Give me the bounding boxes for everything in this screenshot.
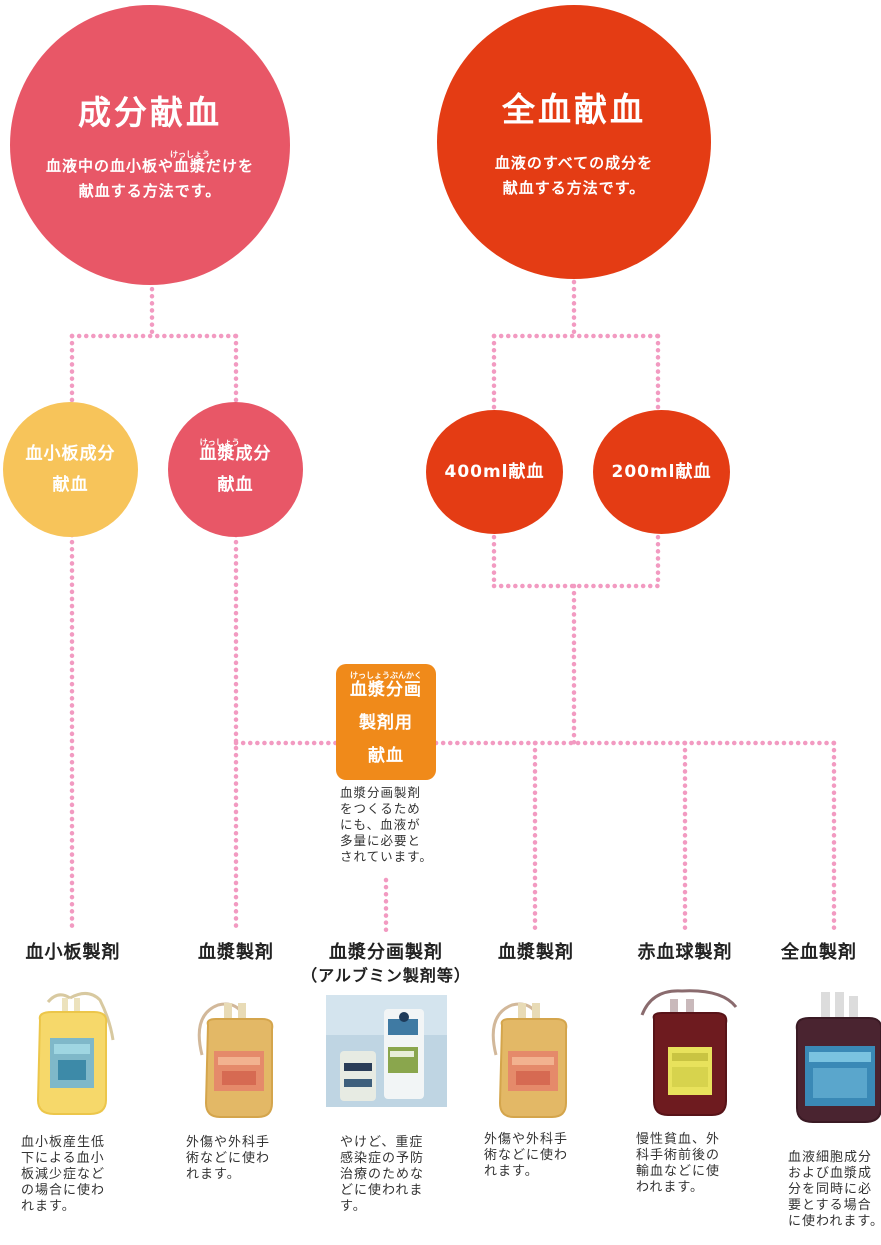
donation-200ml-circle: 200ml献血 <box>593 410 730 534</box>
ruby-kesshou: けっしょう <box>199 437 240 447</box>
whole-blood-bag-image <box>795 992 881 1123</box>
product-title-platelet: 血小板製剤 <box>25 942 121 963</box>
component-donation-desc: 血液中の血小板やけっしょう血漿だけを 献血する方法です。 <box>46 150 254 204</box>
donation-400ml-circle: 400ml献血 <box>426 410 563 534</box>
red-blood-cell-bag-image <box>640 989 738 1116</box>
ruby-kesshou: けっしょう <box>169 150 210 159</box>
component-donation-title: 成分献血 <box>78 93 222 132</box>
product-title-whole-blood: 全血製剤 <box>781 942 857 963</box>
product-title-plasma-fraction: 血漿分画製剤 <box>329 942 443 963</box>
product-title-plasma: 血漿製剤 <box>198 942 274 963</box>
product-desc-plasma-2: 外傷や外科手 術などに使わ れます。 <box>484 1132 569 1179</box>
product-title-plasma-2: 血漿製剤 <box>498 942 574 963</box>
product-title-red-blood-cell: 赤血球製剤 <box>637 942 733 963</box>
component-donation-circle: 成分献血 血液中の血小板やけっしょう血漿だけを 献血する方法です。 <box>10 5 290 285</box>
product-subtitle-albumin: （アルブミン製剤等） <box>301 966 471 985</box>
product-desc-plasma-fraction: やけど、重症 感染症の予防 治療のためな どに使われま す。 <box>340 1135 425 1214</box>
whole-blood-donation-title: 全血献血 <box>502 90 646 129</box>
platelet-donation-circle: 血小板成分 献血 <box>3 402 138 537</box>
plasma-donation-circle: けっしょう血漿成分 献血 <box>168 402 303 537</box>
whole-blood-donation-circle: 全血献血 血液のすべての成分を 献血する方法です。 <box>437 5 711 279</box>
plasma-fraction-note: 血漿分画製剤 をつくるため にも、血液が 多量に必要と されています。 <box>340 785 433 864</box>
product-desc-red-blood-cell: 慢性貧血、外 科手術前後の 輸血などに使 われます。 <box>636 1132 721 1195</box>
platelet-bag-image <box>36 992 115 1115</box>
plasma-bag-image <box>197 1002 274 1118</box>
product-desc-platelet: 血小板産生低 下による血小 板減少症など の場合に使わ れます。 <box>21 1135 106 1214</box>
plasma-fraction-product-image <box>326 995 447 1107</box>
product-desc-plasma: 外傷や外科手 術などに使わ れます。 <box>186 1135 271 1182</box>
plasma-fraction-donation-box: けっしょうぶんかく 血漿分画 製剤用 献血 <box>336 664 436 780</box>
ruby-kesshou-bunkaku: けっしょうぶんかく <box>350 671 422 680</box>
plasma-bag-image-2 <box>491 1002 568 1118</box>
product-desc-whole-blood: 血液細胞成分 および血漿成 分を同時に必 要とする場合 に使われます。 <box>788 1150 881 1229</box>
whole-blood-donation-desc: 血液のすべての成分を 献血する方法です。 <box>494 154 654 197</box>
